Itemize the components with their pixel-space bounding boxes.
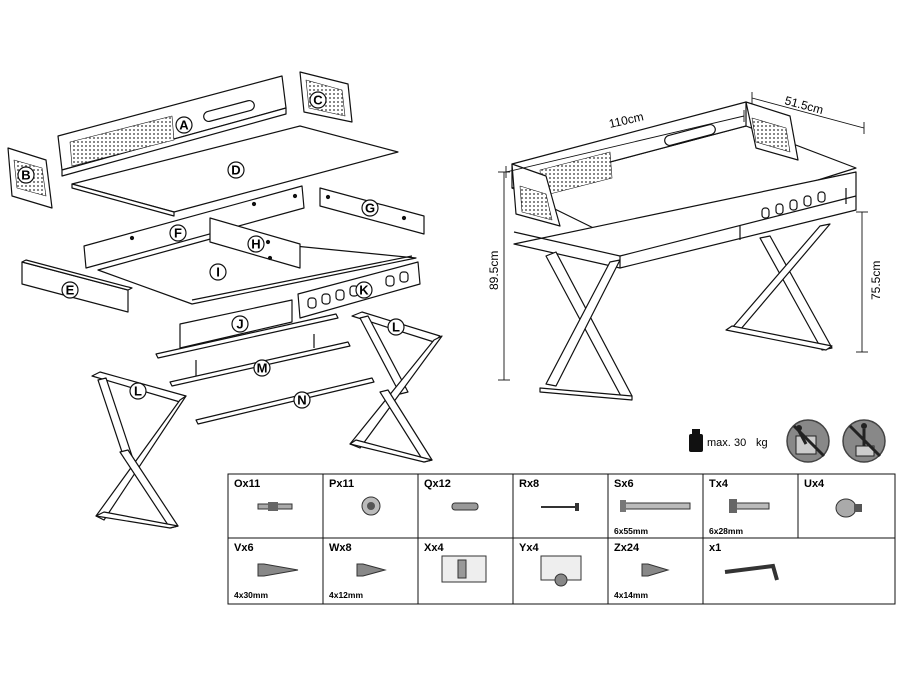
hardware-code: Zx24 [614, 542, 640, 554]
hardware-size: 6x55mm [614, 526, 648, 536]
hardware-code: Ox11 [234, 478, 260, 490]
hardware-code: Px11 [329, 478, 354, 490]
allen-key-icon [724, 563, 779, 581]
dimension-lines [498, 92, 868, 381]
hardware-cell-ux4: Ux4 [804, 478, 862, 518]
hardware-code: Xx4 [424, 542, 444, 554]
hardware-cell-yx4: Yx4 [519, 542, 582, 587]
part-label-l-right: L [392, 320, 400, 335]
part-callouts [17, 91, 405, 409]
dowel-pin-icon [257, 502, 293, 511]
part-label-c: C [313, 93, 323, 108]
part-label-n: N [297, 393, 306, 408]
load-prefix: max. [707, 437, 731, 449]
bar-n [195, 377, 375, 425]
panel-f [83, 185, 305, 269]
cam-lock-icon [361, 496, 381, 516]
weight-icon [689, 429, 703, 452]
part-label-f: F [174, 226, 182, 241]
part-label-a: A [179, 118, 189, 133]
hardware-code: Ux4 [804, 478, 825, 490]
hardware-cell-xx4: Xx4 [424, 542, 487, 583]
hardware-cell-rx8: Rx8 [519, 478, 579, 511]
no-climbing-icon [786, 419, 830, 463]
hardware-cell-x1: x1 [709, 542, 779, 581]
leg-l-left [91, 371, 187, 529]
hardware-cell-wx8: Wx8 4x12mm [329, 542, 387, 600]
hardware-cell-vx6: Vx6 4x30mm [234, 542, 299, 600]
hardware-code: x1 [709, 542, 721, 554]
part-label-g: G [365, 201, 375, 216]
hardware-size: 6x28mm [709, 526, 743, 536]
part-label-e: E [66, 283, 75, 298]
hardware-code: Sx6 [614, 478, 634, 490]
part-label-m: M [257, 361, 268, 376]
part-label-h: H [251, 237, 260, 252]
short-bolt-icon [729, 499, 770, 513]
wood-dowel-icon [451, 502, 479, 511]
hardware-code: Vx6 [234, 542, 254, 554]
barrel-nut-icon [835, 498, 862, 518]
long-bolt-icon [620, 500, 691, 512]
part-label-d: D [231, 163, 240, 178]
hardware-size: 4x30mm [234, 590, 268, 600]
hardware-code: Tx4 [709, 478, 729, 490]
hardware-size: 4x14mm [614, 590, 648, 600]
hardware-code: Rx8 [519, 478, 539, 490]
assembled-desk [511, 101, 857, 401]
short-screw-icon [356, 563, 387, 577]
panel-a [57, 75, 287, 177]
load-limit: max. 30 kg [689, 429, 768, 452]
part-label-j: J [236, 317, 243, 332]
part-label-k: K [359, 283, 369, 298]
depth-label: 51.5cm [783, 93, 825, 117]
hardware-cell-sx6: Sx6 6x55mm [614, 478, 691, 536]
load-unit: kg [756, 437, 768, 449]
hardware-cell-ox11: Ox11 [234, 478, 293, 511]
hardware-code: Qx12 [424, 478, 451, 490]
panel-i [97, 237, 417, 305]
hardware-cell-zx24: Zx24 4x14mm [614, 542, 670, 600]
drawer-runner-icon [540, 555, 582, 587]
nail-icon [541, 503, 579, 511]
hardware-table [227, 473, 896, 605]
no-standing-icon [842, 419, 886, 463]
part-label-l-left: L [134, 384, 142, 399]
hardware-cell-tx4: Tx4 6x28mm [709, 478, 770, 536]
hinge-plate-icon [441, 555, 487, 583]
desk-height-label: 75.5cm [869, 261, 883, 300]
hardware-size: 4x12mm [329, 590, 363, 600]
hardware-cell-qx12: Qx12 [424, 478, 479, 511]
total-height-label: 89.5cm [487, 251, 501, 290]
width-label: 110cm [608, 109, 645, 131]
part-label-b: B [21, 168, 30, 183]
part-label-i: I [216, 265, 220, 280]
load-value: 30 [734, 437, 746, 449]
small-screw-icon [641, 563, 670, 577]
hardware-cell-px11: Px11 [329, 478, 381, 516]
hardware-code: Wx8 [329, 542, 352, 554]
long-screw-icon [257, 563, 299, 577]
hardware-code: Yx4 [519, 542, 539, 554]
